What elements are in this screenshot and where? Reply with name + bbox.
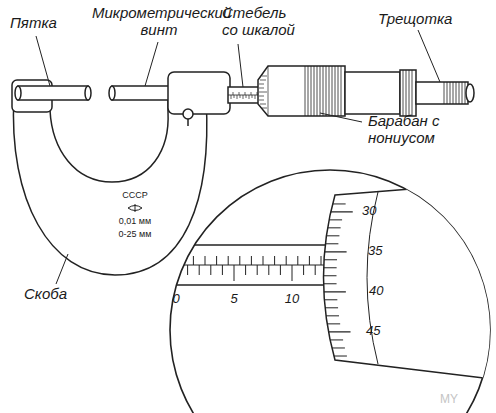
scale-number: 35: [368, 244, 382, 259]
tick-mark: [292, 265, 293, 281]
clamp-stem: [187, 119, 189, 126]
leader-line: [320, 113, 362, 122]
sleeve-ticks: [231, 92, 257, 99]
tick-mark: [181, 256, 182, 265]
body-knurl: [400, 70, 416, 116]
tick-mark: [187, 265, 188, 275]
tick-mark: [327, 323, 340, 324]
leader-line: [36, 36, 50, 86]
leader-line: [145, 42, 158, 86]
tick-mark: [239, 256, 240, 265]
sleeve-edge: [160, 284, 340, 285]
tick-mark: [257, 265, 258, 275]
thimble-knurl: [305, 66, 341, 116]
tick-mark: [324, 267, 337, 268]
tick-mark: [326, 315, 339, 316]
tick-mark: [193, 256, 194, 265]
tick-mark: [228, 256, 229, 265]
tick-mark: [315, 265, 316, 275]
tick-mark: [303, 265, 304, 275]
part-label: Стебель со шкалой: [222, 4, 298, 39]
part-label: Барабан с нониусом: [368, 112, 472, 147]
tick-mark: [297, 256, 298, 265]
part-label: Трещотка: [378, 10, 452, 27]
tick-mark: [280, 265, 281, 275]
tick-mark: [251, 256, 252, 265]
spindle-housing: [168, 72, 230, 114]
frame-marking: СССР: [122, 190, 148, 200]
tick-mark: [332, 347, 345, 348]
frame: [13, 96, 206, 275]
tick-mark: [263, 256, 264, 265]
tick-mark: [324, 283, 337, 284]
tick-mark: [222, 265, 223, 275]
magnified-scale: [160, 182, 496, 380]
tick-mark: [325, 243, 338, 244]
ratchet: [416, 82, 468, 104]
anvil: [18, 86, 88, 100]
tick-mark: [176, 265, 177, 281]
tick-mark: [205, 256, 206, 265]
tick-mark: [326, 235, 339, 236]
clamp-screw: [183, 109, 193, 119]
part-label: Пятка: [10, 14, 57, 31]
frame-marking: 0-25 мм: [119, 229, 152, 239]
sleeve-edge: [160, 244, 340, 245]
anvil-end: [85, 86, 91, 100]
tick-mark: [216, 256, 217, 265]
spindle-end: [109, 86, 115, 100]
tick-mark: [268, 265, 269, 275]
tick-mark: [331, 211, 353, 212]
tick-mark: [234, 265, 235, 281]
leader-line: [56, 254, 68, 284]
tick-mark: [286, 256, 287, 265]
tick-mark: [324, 291, 346, 292]
scale-number: 45: [366, 324, 380, 339]
part-label: Микрометрический винт: [92, 4, 226, 39]
scale-number: 10: [285, 292, 299, 307]
tick-mark: [333, 203, 346, 204]
maker-logo: [128, 204, 142, 212]
tick-mark: [334, 356, 347, 357]
ratchet-end: [466, 84, 474, 102]
frame-marking: 0,01 мм: [119, 216, 151, 226]
tick-mark: [309, 256, 310, 265]
tick-mark: [328, 227, 341, 228]
anvil-start: [15, 86, 21, 100]
scale-number: 5: [230, 292, 237, 307]
scale-number: 0: [172, 292, 179, 307]
thimble: [324, 182, 496, 380]
tick-mark: [325, 251, 347, 252]
tick-mark: [329, 331, 351, 332]
watermark: MY: [440, 393, 458, 407]
tick-mark: [199, 265, 200, 275]
thimble-ticks: [324, 204, 353, 356]
sleeve-axis: [160, 265, 340, 266]
part-label: Скоба: [24, 285, 67, 302]
tick-mark: [325, 307, 338, 308]
body-knurl-lines: [403, 70, 412, 116]
tick-mark: [324, 299, 337, 300]
tick-mark: [245, 265, 246, 275]
body: [345, 72, 400, 114]
thimble-ticks: [259, 66, 268, 116]
thimble: [258, 66, 345, 116]
sleeve-ticks: [176, 256, 333, 281]
leader-line: [418, 30, 440, 82]
tick-mark: [329, 219, 342, 220]
tick-mark: [324, 275, 337, 276]
sleeve: [228, 87, 260, 103]
scale-number: 30: [362, 204, 376, 219]
tick-mark: [274, 256, 275, 265]
ratchet-knurl: [444, 82, 465, 104]
tick-mark: [321, 256, 322, 265]
scale-number: 40: [369, 284, 383, 299]
leader-line: [238, 44, 243, 87]
tick-mark: [330, 339, 343, 340]
tick-mark: [210, 265, 211, 275]
tick-mark: [324, 259, 337, 260]
spindle: [112, 86, 172, 100]
